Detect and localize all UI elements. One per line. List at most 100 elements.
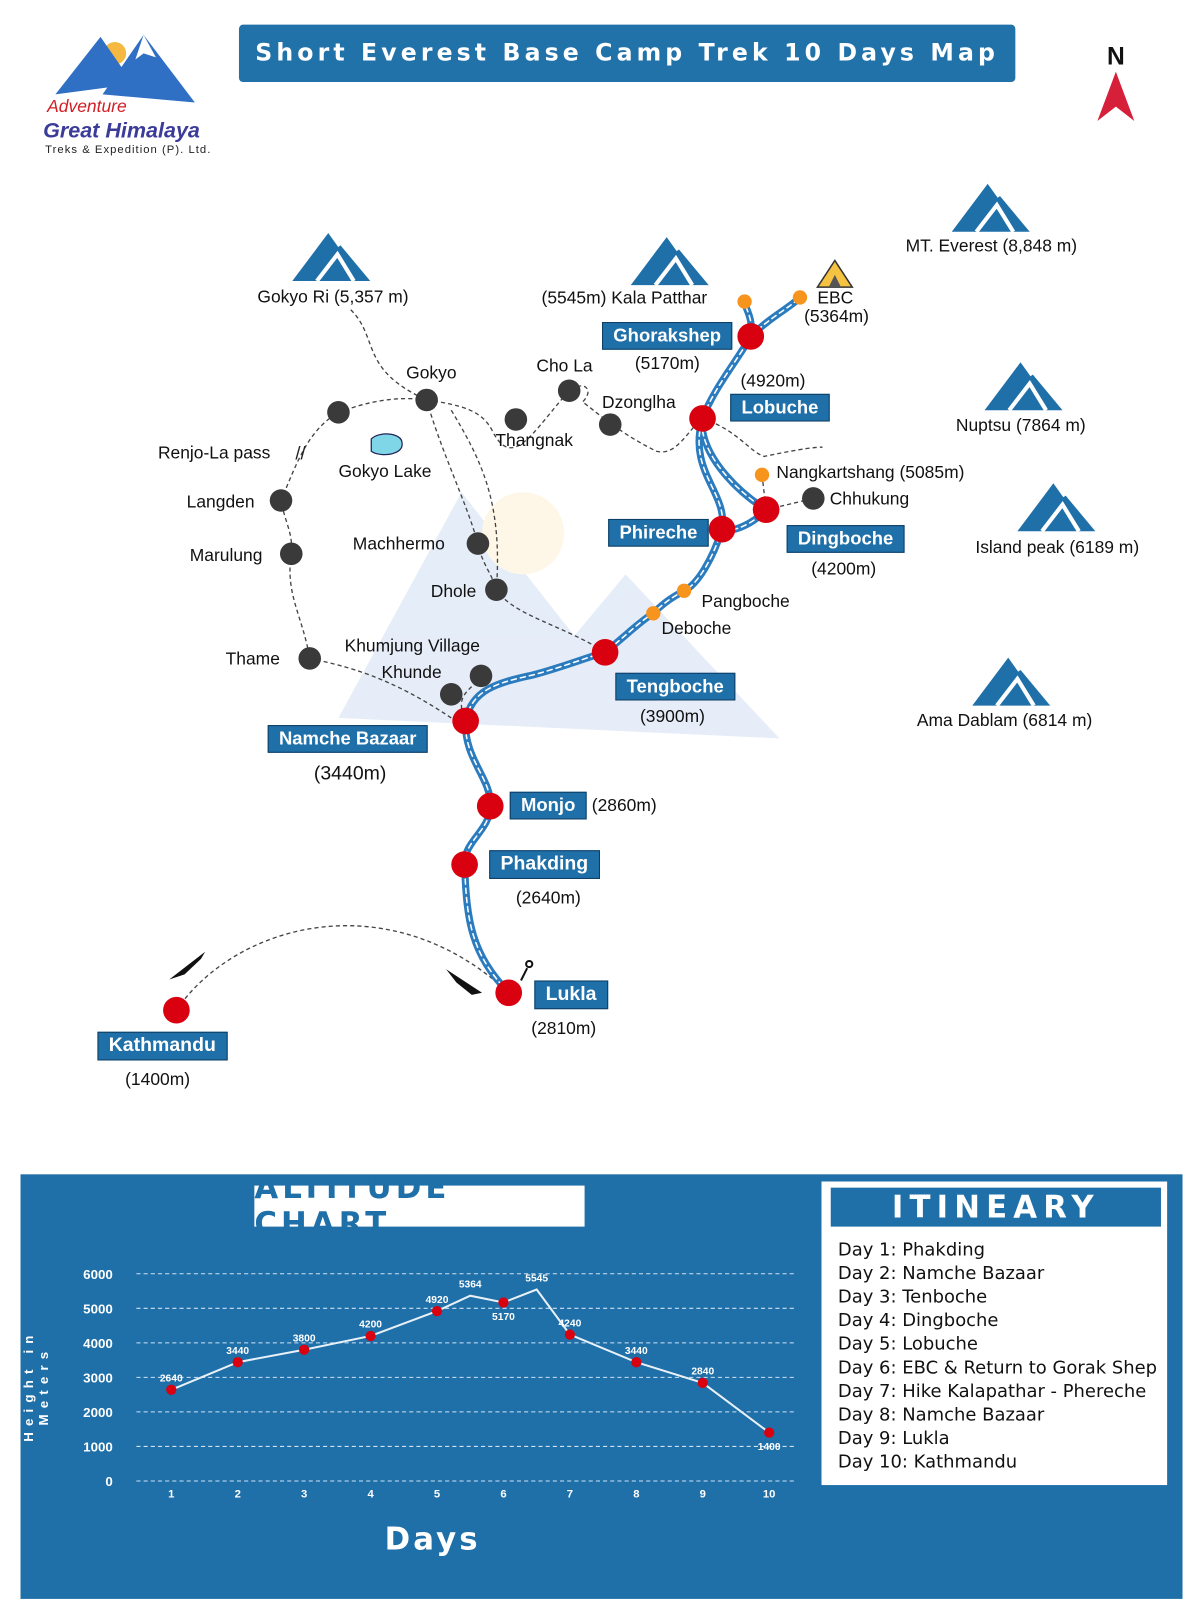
lukla-node xyxy=(495,979,523,1007)
pass-icon: // xyxy=(295,442,306,463)
data-label: 3800 xyxy=(293,1334,316,1345)
logo-line2: Great Himalaya xyxy=(43,118,200,143)
peak-ama-dablam: Ama Dablam (6814 m) xyxy=(916,710,1093,731)
x-tick-label: 9 xyxy=(700,1488,706,1500)
peak-nuptse: Nuptsu (7864 m) xyxy=(955,415,1086,435)
itinerary-item: Day 9: Lukla xyxy=(837,1428,950,1450)
logo-mountain-icon xyxy=(55,34,195,103)
peak-everest: MT. Everest (8,848 m) xyxy=(905,235,1078,256)
island-peak-mountain-icon xyxy=(1017,482,1095,531)
nangkartshang-label: Nangkartshang (5085m) xyxy=(776,462,965,483)
logo-line1: Adventure xyxy=(47,96,127,116)
phireche-node xyxy=(708,515,736,543)
peak-island: Island peak (6189 m) xyxy=(975,537,1140,557)
namche-box: Namche Bazaar xyxy=(267,725,428,753)
data-point xyxy=(697,1377,708,1389)
itinerary-item: Day 7: Hike Kalapathar - Phereche xyxy=(837,1381,1147,1402)
data-label: 3440 xyxy=(625,1346,648,1357)
plane-takeoff-icon xyxy=(169,951,206,980)
altitude-line xyxy=(170,1288,770,1434)
itinerary-item: Day 2: Namche Bazaar xyxy=(837,1263,1045,1285)
itinerary-item: Day 1: Phakding xyxy=(837,1239,985,1261)
tengboche-alt: (3900m) xyxy=(639,706,705,727)
data-point xyxy=(631,1357,642,1368)
dhole-node xyxy=(485,578,508,602)
khunde-label: Khunde xyxy=(381,662,442,683)
renjo-la-label: Renjo-La pass xyxy=(157,443,271,463)
x-tick-label: 8 xyxy=(633,1488,639,1500)
x-tick-label: 3 xyxy=(301,1488,307,1500)
itinerary-title: ITINEARY xyxy=(830,1187,1161,1227)
peak-gokyo-ri: Gokyo Ri (5,357 m) xyxy=(257,287,409,307)
khumjung-label: Khumjung Village xyxy=(344,635,480,656)
ebc-label: EBC xyxy=(817,288,854,308)
x-tick-label: 4 xyxy=(367,1488,374,1500)
company-logo: Adventure Great Himalaya Treks & Expedit… xyxy=(41,31,246,159)
dingboche-node xyxy=(752,496,780,524)
itinerary-list: Day 1: Phakding Day 2: Namche Bazaar Day… xyxy=(838,1239,1157,1475)
itinerary-item: Day 10: Kathmandu xyxy=(837,1452,1018,1473)
kala-patthar-node xyxy=(737,294,752,309)
chhukung-label: Chhukung xyxy=(829,489,910,509)
lobuche-alt: (4920m) xyxy=(740,371,806,391)
kathmandu-node xyxy=(163,996,190,1024)
tengboche-box: Tengboche xyxy=(615,672,736,701)
monjo-node xyxy=(476,792,504,820)
marulung-label: Marulung xyxy=(189,545,263,566)
data-label: 5170 xyxy=(492,1312,515,1323)
machhermo-label: Machhermo xyxy=(352,534,445,554)
y-tick-label: 0 xyxy=(105,1474,112,1489)
data-label: 4200 xyxy=(359,1320,382,1331)
y-tick-label: 6000 xyxy=(83,1267,113,1282)
phakding-alt: (2640m) xyxy=(515,888,581,908)
data-point xyxy=(431,1305,443,1317)
gokyo-label: Gokyo xyxy=(406,363,457,383)
namche-alt: (3440m) xyxy=(313,763,387,785)
data-label: 5545 xyxy=(525,1273,548,1284)
y-tick-label: 4000 xyxy=(83,1336,113,1351)
side-stop-nodes xyxy=(646,290,808,621)
phakding-node xyxy=(451,851,478,878)
y-tick-label: 5000 xyxy=(83,1301,113,1316)
hiker-icon xyxy=(520,959,534,981)
data-label: 5364 xyxy=(459,1280,482,1291)
dhole-label: Dhole xyxy=(430,581,477,602)
thangnak-node xyxy=(504,408,528,431)
logo-line3: Treks & Expedition (P). Ltd. xyxy=(45,143,212,156)
deboche-label: Deboche xyxy=(661,618,732,638)
cho-la-label: Cho La xyxy=(536,355,593,376)
monjo-box: Monjo xyxy=(509,791,587,820)
gorakshep-node xyxy=(737,323,765,350)
data-label: 1400 xyxy=(758,1442,781,1453)
data-label: 4240 xyxy=(558,1318,581,1329)
gokyo-lake-label: Gokyo Lake xyxy=(338,461,432,482)
lukla-box: Lukla xyxy=(534,980,608,1010)
village-nodes xyxy=(269,379,825,706)
north-label: N xyxy=(1106,43,1125,71)
itinerary-item: Day 5: Lobuche xyxy=(837,1334,978,1355)
dingboche-alt: (4200m) xyxy=(811,558,877,579)
gorakshep-box: Ghorakshep xyxy=(602,322,733,350)
x-tick-label: 5 xyxy=(434,1488,440,1500)
peak-kala-patthar: (5545m) Kala Patthar xyxy=(541,288,708,308)
itinerary-box: ITINEARY Day 1: Phakding Day 2: Namche B… xyxy=(821,1181,1168,1486)
data-point xyxy=(564,1329,576,1340)
data-point xyxy=(498,1297,509,1308)
thame-label: Thame xyxy=(225,649,280,669)
gokyo-node xyxy=(415,388,438,412)
phireche-box: Phireche xyxy=(608,518,709,547)
deboche-node xyxy=(646,606,661,621)
kathmandu-box: Kathmandu xyxy=(97,1031,228,1061)
khunde-node xyxy=(439,683,463,706)
north-arrow: N xyxy=(1095,43,1136,125)
ama-dablam-mountain-icon xyxy=(972,656,1050,705)
x-tick-label: 6 xyxy=(500,1488,506,1500)
data-point xyxy=(166,1384,177,1395)
langden-label: Langden xyxy=(186,492,255,512)
dzonglha-label: Dzonglha xyxy=(602,392,676,413)
north-arrow-icon xyxy=(1097,71,1135,122)
x-tick-label: 2 xyxy=(235,1488,241,1500)
lobuche-box: Lobuche xyxy=(730,393,830,422)
langden-node xyxy=(269,489,293,512)
x-tick-label: 7 xyxy=(567,1488,573,1500)
